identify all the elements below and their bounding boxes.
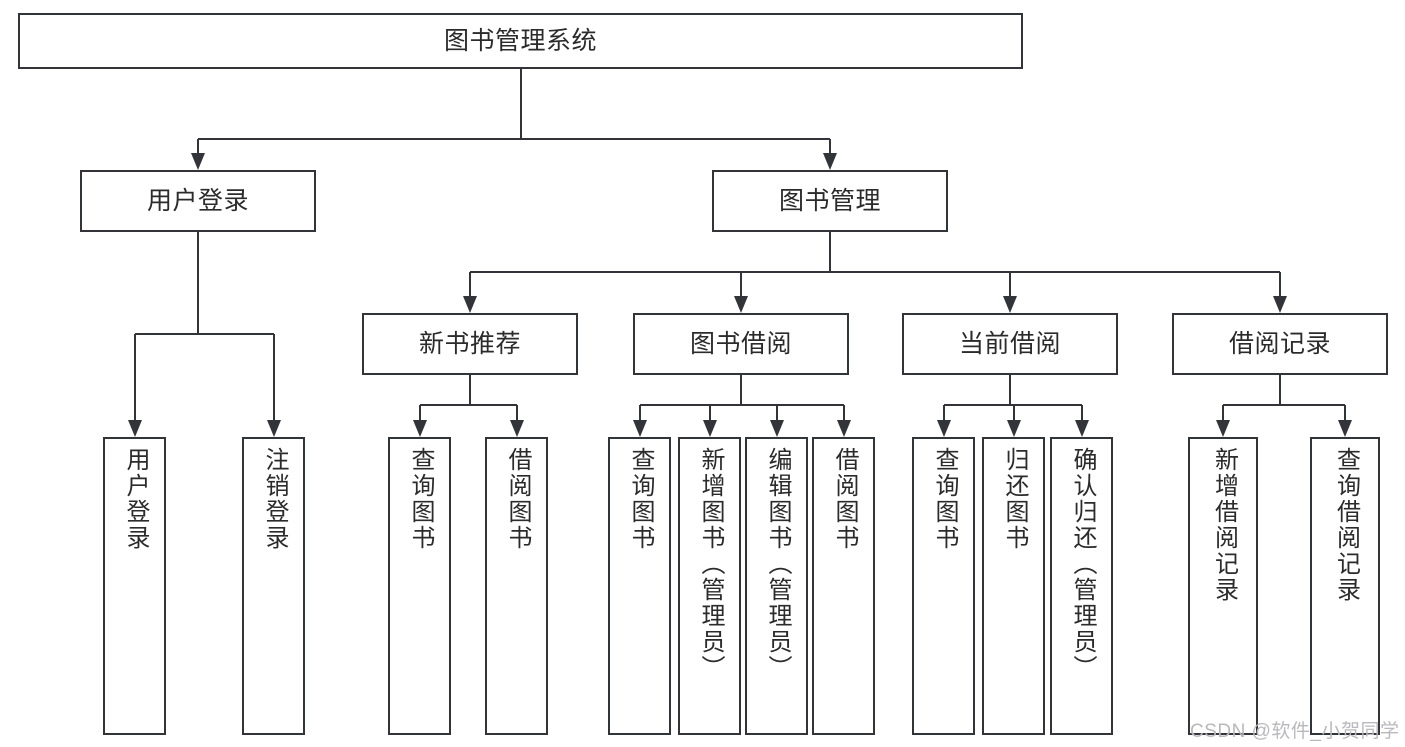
connector-user-login-bus	[134, 333, 274, 335]
node-leaf-borrow-book-2[interactable]: 借阅图书	[812, 437, 875, 735]
connector-arrowhead	[702, 420, 717, 437]
node-book-borrow[interactable]: 图书借阅	[633, 313, 849, 375]
connector-vertical	[942, 405, 945, 420]
connector-arrowhead	[936, 420, 951, 437]
node-leaf-query-book-2[interactable]: 查询图书	[608, 437, 671, 735]
connector-arrowhead	[1006, 420, 1021, 437]
node-leaf-return-book[interactable]: 归还图书	[982, 437, 1045, 735]
connector-vertical	[515, 405, 518, 420]
node-leaf-query-book-1[interactable]: 查询图书	[388, 437, 451, 735]
node-root[interactable]: 图书管理系统	[18, 13, 1023, 69]
node-leaf-user-login-label: 用户登录	[121, 447, 149, 551]
node-leaf-query-record[interactable]: 查询借阅记录	[1310, 437, 1380, 735]
node-leaf-query-book-3[interactable]: 查询图书	[912, 437, 975, 735]
connector-arrowhead	[1216, 420, 1230, 437]
connector-arrowhead	[412, 420, 427, 437]
connector-arrowhead	[823, 153, 837, 170]
node-leaf-confirm-return[interactable]: 确认归还（管理员）	[1050, 437, 1113, 735]
node-user-login[interactable]: 用户登录	[80, 170, 316, 232]
connector-vertical	[1012, 405, 1015, 420]
connector-arrowhead	[1003, 296, 1017, 313]
connector-arrowhead	[1338, 420, 1352, 437]
node-leaf-add-record[interactable]: 新增借阅记录	[1188, 437, 1258, 735]
node-leaf-edit-book[interactable]: 编辑图书（管理员）	[745, 437, 808, 735]
connector-vertical	[1080, 405, 1083, 420]
connector-user-login-stem	[197, 232, 199, 334]
node-leaf-borrow-book-1-label: 借阅图书	[503, 447, 531, 551]
connector-arrowhead	[734, 296, 748, 313]
node-leaf-confirm-return-label: 确认归还（管理员）	[1068, 447, 1096, 681]
connector-vertical	[197, 139, 199, 153]
connector-root-stem	[519, 69, 522, 139]
node-book-manage-label: 图书管理	[778, 186, 881, 215]
node-leaf-query-book-1-label: 查询图书	[406, 447, 434, 551]
connector-vertical	[418, 405, 421, 420]
node-borrow-record[interactable]: 借阅记录	[1172, 313, 1388, 375]
connector-vertical	[708, 405, 711, 420]
connector-book-borrow-stem	[740, 375, 742, 405]
connector-current-borrow-stem	[1009, 375, 1011, 405]
node-user-login-label: 用户登录	[146, 186, 249, 215]
connector-root-bus	[198, 138, 830, 140]
node-current-borrow[interactable]: 当前借阅	[902, 313, 1118, 375]
connector-arrowhead	[1273, 296, 1287, 313]
connector-new-book-recommend-stem	[469, 375, 471, 405]
node-leaf-logout[interactable]: 注销登录	[242, 437, 305, 735]
node-new-book-recommend[interactable]: 新书推荐	[362, 313, 578, 375]
connector-vertical	[775, 405, 778, 420]
connector-arrowhead	[836, 420, 851, 437]
connector-arrowhead	[632, 420, 647, 437]
connector-arrowhead	[191, 153, 205, 170]
node-book-manage[interactable]: 图书管理	[712, 170, 948, 232]
connector-borrow-record-bus	[1223, 404, 1345, 406]
node-leaf-user-login[interactable]: 用户登录	[103, 437, 166, 735]
node-leaf-add-book-label: 新增图书（管理员）	[696, 447, 724, 681]
connector-vertical	[842, 405, 845, 420]
node-leaf-query-record-label: 查询借阅记录	[1332, 447, 1360, 603]
node-new-book-recommend-label: 新书推荐	[418, 329, 521, 358]
node-leaf-query-book-3-label: 查询图书	[930, 447, 958, 551]
node-borrow-record-label: 借阅记录	[1228, 329, 1331, 358]
connector-vertical	[469, 272, 471, 296]
connector-book-manage-bus	[470, 271, 1280, 273]
connector-vertical	[638, 405, 641, 420]
node-leaf-edit-book-label: 编辑图书（管理员）	[763, 447, 791, 681]
connector-arrowhead	[1074, 420, 1089, 437]
node-leaf-logout-label: 注销登录	[260, 447, 288, 551]
connector-borrow-record-stem	[1279, 375, 1281, 405]
connector-book-borrow-bus	[639, 404, 844, 406]
connector-arrowhead	[769, 420, 784, 437]
node-root-label: 图书管理系统	[443, 26, 597, 55]
connector-vertical	[272, 334, 275, 420]
node-leaf-query-book-2-label: 查询图书	[626, 447, 654, 551]
node-leaf-add-book[interactable]: 新增图书（管理员）	[678, 437, 741, 735]
connector-vertical	[133, 334, 136, 420]
connector-vertical	[1222, 405, 1224, 420]
connector-arrowhead	[509, 420, 524, 437]
node-leaf-return-book-label: 归还图书	[1000, 447, 1028, 551]
connector-arrowhead	[266, 420, 281, 437]
connector-vertical	[1344, 405, 1346, 420]
node-leaf-borrow-book-2-label: 借阅图书	[830, 447, 858, 551]
connector-new-book-recommend-bus	[419, 404, 517, 406]
connector-book-manage-stem	[829, 232, 831, 272]
node-leaf-borrow-book-1[interactable]: 借阅图书	[485, 437, 548, 735]
node-book-borrow-label: 图书借阅	[689, 329, 792, 358]
node-leaf-add-record-label: 新增借阅记录	[1210, 447, 1238, 603]
node-current-borrow-label: 当前借阅	[958, 329, 1061, 358]
connector-vertical	[1009, 272, 1011, 296]
connector-arrowhead	[463, 296, 477, 313]
connector-vertical	[740, 272, 742, 296]
connector-vertical	[1279, 272, 1281, 296]
csdn-watermark: CSDN @软件_小贺同学	[1190, 721, 1400, 742]
connector-arrowhead	[127, 420, 142, 437]
connector-vertical	[829, 139, 831, 153]
